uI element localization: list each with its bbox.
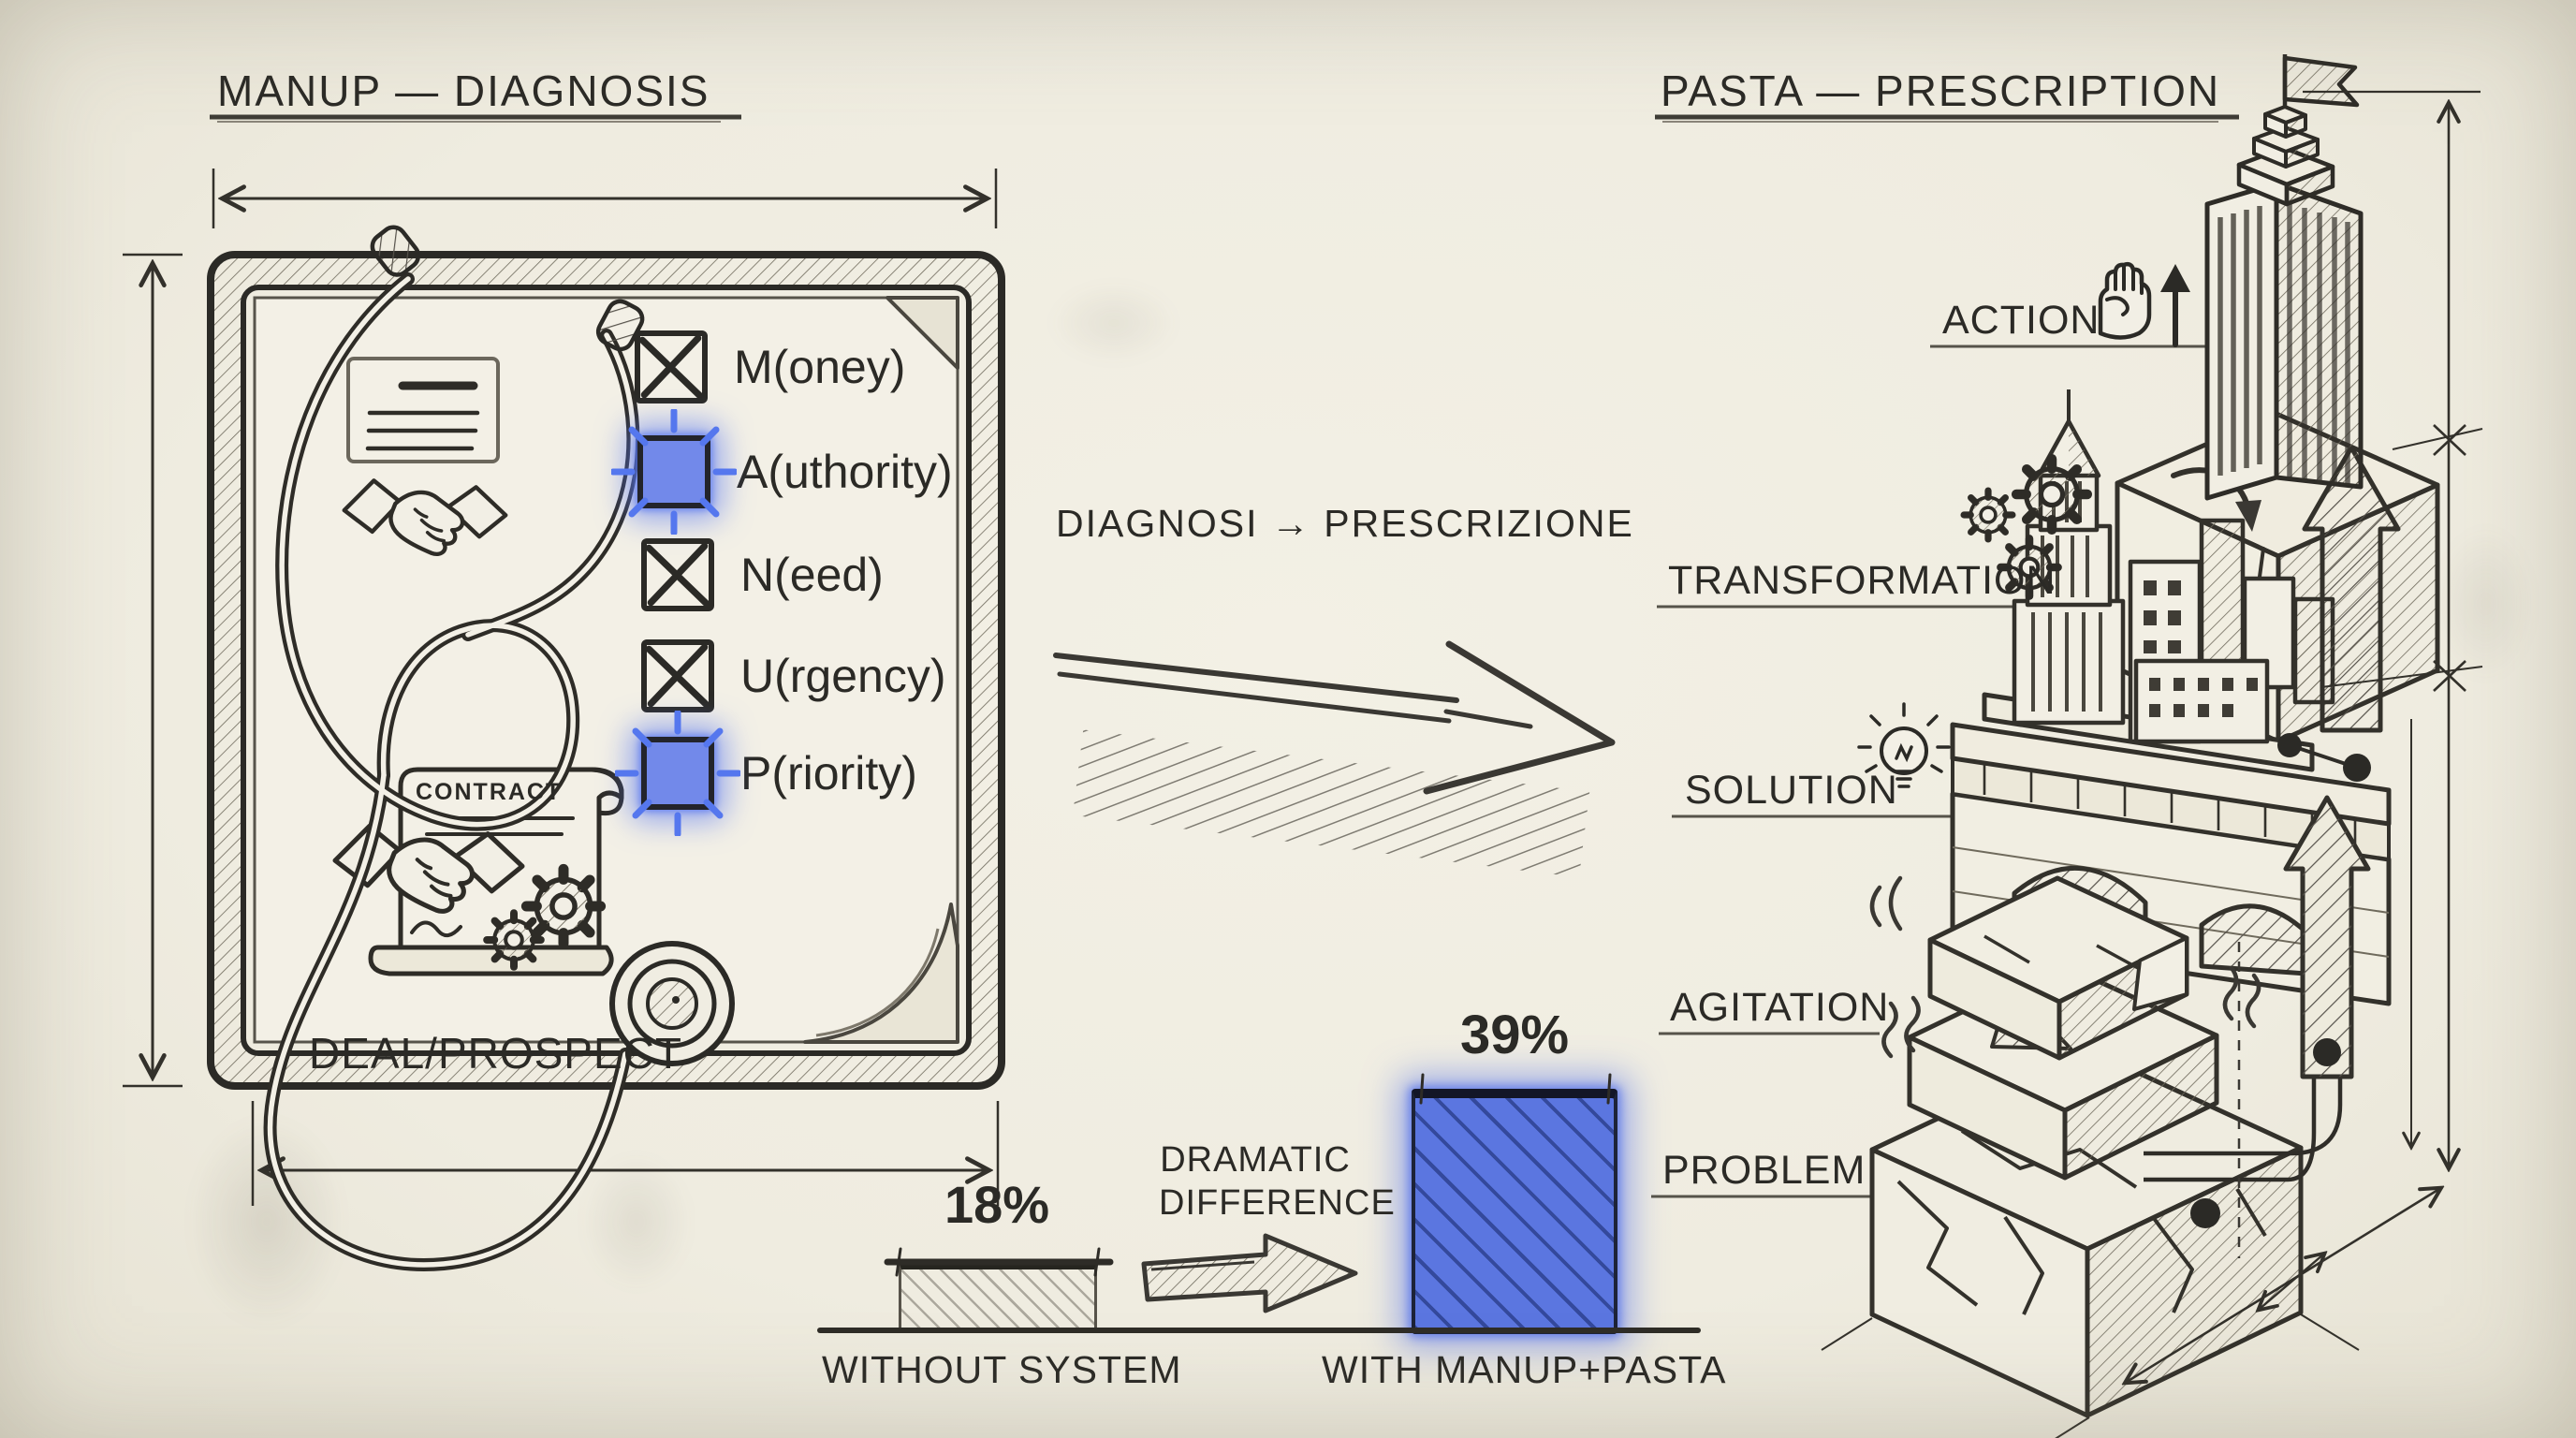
checkbox-authority[interactable] — [611, 409, 737, 535]
x-mark-icon — [638, 334, 704, 400]
solution-bridge — [1950, 722, 2392, 1006]
checklist-label: A(uthority) — [737, 446, 953, 498]
checklist-label: P(riority) — [740, 747, 917, 800]
growth-arrow-lower — [2283, 795, 2371, 1079]
bar-with-manup-pasta — [1412, 1089, 1617, 1334]
checklist-item-need[interactable]: N(eed) — [641, 538, 884, 611]
category-without: WITHOUT SYSTEM — [822, 1348, 1182, 1391]
x-mark-icon — [645, 643, 710, 709]
bridge-arch-right — [2199, 903, 2309, 976]
left-panel-title: MANUP — DIAGNOSIS — [217, 66, 710, 115]
flow-label: DIAGNOSI → PRESCRIZIONE — [1056, 502, 1634, 545]
route-pipe — [2144, 743, 2358, 1182]
gears-icon — [2016, 459, 2087, 530]
left-title-underline — [210, 114, 741, 123]
tower-windows — [2217, 206, 2262, 476]
paper-smudge — [187, 1114, 346, 1329]
x-mark-icon — [645, 542, 710, 608]
paper-smudge — [2434, 524, 2537, 683]
value-with: 39% — [1459, 1005, 1570, 1065]
arrow-caption-line2: DIFFERENCE — [1159, 1183, 1396, 1223]
checklist-label: N(eed) — [740, 549, 884, 601]
paper-smudge — [580, 1152, 693, 1292]
board-caption: DEAL/PROSPECT — [309, 1029, 682, 1078]
dramatic-difference-arrow — [1141, 1233, 1358, 1313]
checklist-item-money[interactable]: M(oney) — [635, 330, 906, 404]
blueprint-dimensions — [1821, 90, 2483, 1438]
windows — [2144, 580, 2181, 653]
checklist-label: M(oney) — [734, 341, 906, 393]
vibration-icon — [1869, 875, 2261, 1059]
fist-icon — [2098, 261, 2152, 340]
contract-handshake-icon — [335, 826, 522, 911]
value-without: 18% — [944, 1175, 1050, 1234]
cracks — [1896, 1129, 2138, 1315]
glow-rays-icon — [611, 409, 737, 535]
checklist-label: U(rgency) — [740, 650, 946, 702]
checkbox-need[interactable] — [641, 538, 714, 611]
growth-arrow-lower-hatch — [2286, 798, 2368, 1077]
checklist-item-priority[interactable]: P(riority) — [615, 711, 917, 836]
category-with: WITH MANUP+PASTA — [1322, 1348, 1727, 1391]
agitation-slabs — [1907, 875, 2219, 1181]
route-dots — [2190, 733, 2371, 1228]
arrow-caption-line1: DRAMATIC — [1160, 1140, 1351, 1180]
brick-joints — [1983, 763, 2357, 850]
city-buildings — [2012, 389, 2335, 744]
curve-arrow-icon — [2171, 467, 2265, 579]
growth-arrow-upper — [2302, 445, 2401, 733]
level-agitation: AGITATION — [1670, 985, 1890, 1030]
checkbox-priority[interactable] — [615, 711, 740, 836]
checkbox-urgency[interactable] — [641, 639, 714, 712]
level-action: ACTION — [1942, 298, 2100, 343]
contract-title: CONTRACT — [416, 779, 563, 805]
level-problem: PROBLEM — [1662, 1148, 1866, 1193]
level-transformation: TRANSFORMATION — [1668, 558, 2056, 603]
bulb-rays — [1857, 702, 1951, 773]
up-arrow-icon — [2160, 264, 2190, 347]
contract-gear-small-icon — [487, 913, 541, 967]
checkbox-money[interactable] — [635, 330, 708, 404]
gears-icon — [1964, 491, 2012, 539]
bar-without-system — [899, 1262, 1097, 1331]
dim-tick — [2433, 424, 2466, 456]
signature-squiggle — [410, 920, 462, 938]
handshake-icon — [344, 480, 505, 553]
contract-gear-large-icon — [526, 869, 600, 943]
paper-curl-corner — [803, 902, 959, 1044]
flow-arrow — [1053, 640, 1616, 795]
glow-rays-icon — [615, 711, 740, 836]
flag-icon — [2282, 55, 2360, 108]
bridge-arch-left — [2012, 865, 2148, 958]
arrow-hatch-shading — [1073, 729, 1590, 878]
problem-block — [1869, 1046, 2304, 1418]
level-solution: SOLUTION — [1685, 768, 1898, 813]
paper-smudge — [1048, 281, 1179, 365]
right-panel-title: PASTA — PRESCRIPTION — [1661, 66, 2221, 115]
action-skyscraper — [2204, 54, 2364, 501]
checklist-item-urgency[interactable]: U(rgency) — [641, 639, 946, 712]
checklist-item-authority[interactable]: A(uthority) — [611, 409, 953, 535]
stethoscope-earpieces — [370, 225, 645, 352]
document-icon — [346, 357, 500, 463]
right-title-underline — [1655, 114, 2239, 123]
